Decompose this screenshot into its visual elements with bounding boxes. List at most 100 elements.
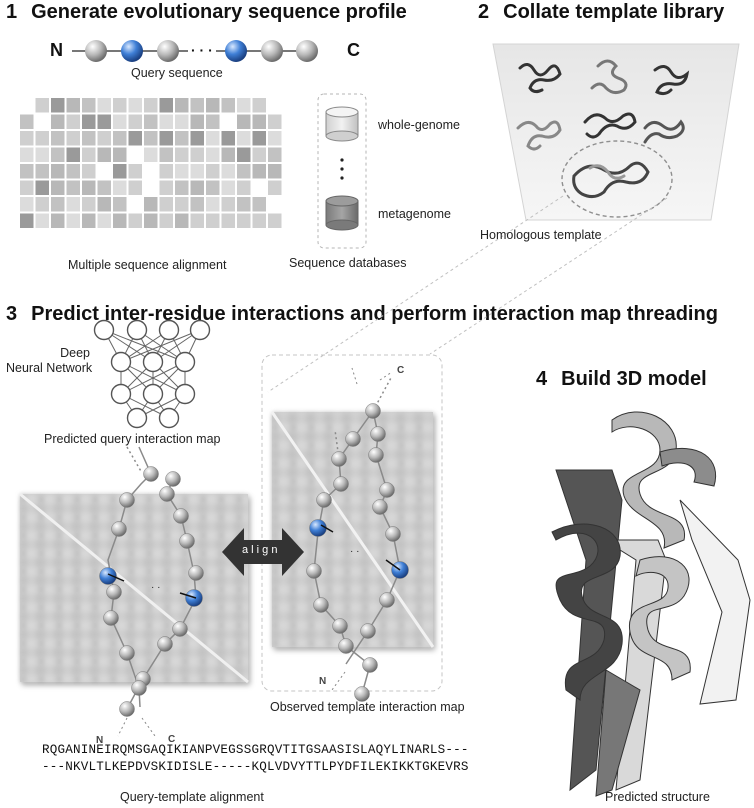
msa-cell	[51, 164, 65, 179]
msa-cell	[144, 98, 158, 113]
residue-ball	[157, 40, 179, 62]
msa-cell	[113, 98, 127, 113]
residue-ball	[85, 40, 107, 62]
msa-cell	[252, 114, 266, 129]
neural-network-icon	[93, 319, 211, 429]
residue-ball	[362, 657, 378, 673]
step2-title: Collate template library	[503, 1, 725, 23]
msa-cell	[252, 180, 266, 195]
msa-cell	[144, 131, 158, 146]
neuron-node	[93, 319, 115, 341]
msa-cell	[221, 213, 235, 228]
msa-cell	[159, 131, 173, 146]
msa-cell	[221, 114, 235, 129]
msa-cell	[113, 147, 127, 162]
msa-cell	[206, 180, 220, 195]
msa-cell	[128, 180, 142, 195]
msa-cell	[206, 131, 220, 146]
msa-cell	[51, 114, 65, 129]
homologous-template-caption: Homologous template	[480, 228, 602, 242]
msa-cell	[66, 213, 80, 228]
step3-title: Predict inter-residue interactions and p…	[31, 303, 718, 325]
msa-cell	[35, 180, 49, 195]
msa-cell	[35, 114, 49, 129]
msa-cell	[252, 98, 266, 113]
msa-cell	[97, 147, 111, 162]
svg-text:· ·: · ·	[350, 546, 359, 557]
residue-ball	[331, 451, 347, 467]
msa-cell	[237, 131, 251, 146]
residue-ball	[354, 686, 370, 702]
residue-ball	[159, 486, 175, 502]
residue-ball	[296, 40, 318, 62]
neuron-node	[110, 383, 132, 405]
msa-cell	[66, 114, 80, 129]
neuron-node	[189, 319, 211, 341]
msa-cell	[113, 114, 127, 129]
msa-cell	[113, 213, 127, 228]
alignment-caption: Query-template alignment	[120, 790, 264, 804]
msa-cell	[97, 213, 111, 228]
msa-cell	[82, 98, 96, 113]
alignment-query-line: RQGANINEIRQMSGAQIKIANPVEGSSGRQVTITGSAASI…	[42, 743, 469, 757]
msa-cell	[175, 164, 189, 179]
residue-ball	[103, 610, 119, 626]
msa-cell	[113, 197, 127, 212]
msa-cell	[190, 131, 204, 146]
msa-cell	[237, 213, 251, 228]
msa-cell	[82, 180, 96, 195]
msa-cell	[51, 213, 65, 228]
msa-cell	[51, 98, 65, 113]
step3-heading: 3 Predict inter-residue interactions and …	[6, 303, 718, 326]
msa-cell	[144, 114, 158, 129]
msa-cell	[175, 114, 189, 129]
msa-cell	[128, 213, 142, 228]
neuron-node	[110, 351, 132, 373]
msa-cell	[66, 147, 80, 162]
msa-cell	[252, 197, 266, 212]
msa-cell	[20, 164, 34, 179]
msa-cell	[159, 213, 173, 228]
residue-ball	[338, 638, 354, 654]
residue-ball	[370, 426, 386, 442]
neuron-node	[126, 319, 148, 341]
msa-cell	[20, 197, 34, 212]
step3-number: 3	[6, 303, 18, 325]
msa-cell	[175, 197, 189, 212]
neuron-node	[126, 407, 148, 429]
msa-cell	[221, 131, 235, 146]
msa-cell	[66, 180, 80, 195]
residue-ball	[306, 563, 322, 579]
msa-cell	[206, 147, 220, 162]
msa-cell	[82, 197, 96, 212]
msa-cell	[35, 98, 49, 113]
msa-cell	[66, 164, 80, 179]
msa-cell	[268, 164, 282, 179]
residue-ball	[143, 466, 159, 482]
dnn-label-line2: Neural Network	[6, 361, 93, 375]
msa-cell	[51, 180, 65, 195]
neuron-node	[142, 351, 164, 373]
residue-ball	[379, 592, 395, 608]
neuron-node	[158, 319, 180, 341]
msa-cell	[237, 98, 251, 113]
msa-cell	[66, 197, 80, 212]
residue-ball	[111, 521, 127, 537]
msa-cell	[159, 98, 173, 113]
msa-cell	[128, 147, 142, 162]
dnn-label-line1: Deep	[60, 346, 90, 360]
msa-cell	[268, 131, 282, 146]
msa-cell	[268, 197, 282, 212]
msa-cell	[97, 180, 111, 195]
msa-cell	[221, 98, 235, 113]
msa-cell	[97, 98, 111, 113]
msa-cell	[190, 197, 204, 212]
pred-n-label: N	[96, 735, 104, 746]
residue-ball	[172, 621, 188, 637]
residue-ball	[379, 482, 395, 498]
msa-cell	[113, 131, 127, 146]
obs-c-label: C	[397, 365, 405, 376]
